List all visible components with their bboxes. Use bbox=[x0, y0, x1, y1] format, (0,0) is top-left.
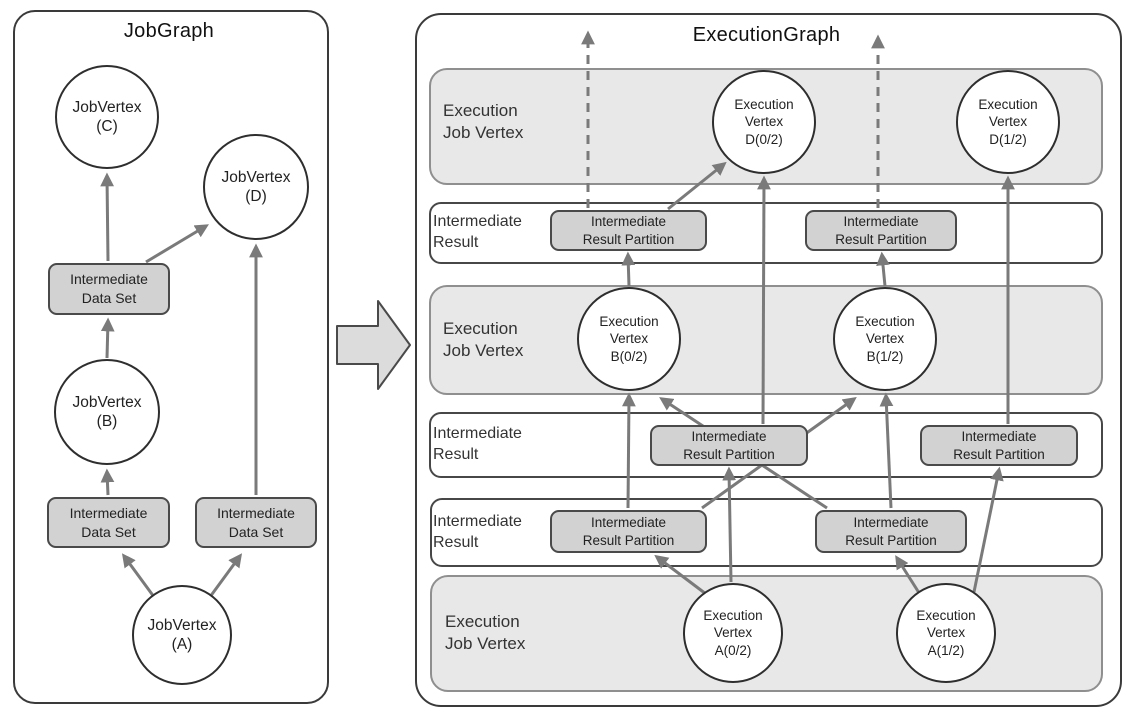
execution-vertex-b1: Execution Vertex B(1/2) bbox=[833, 287, 937, 391]
intermediate-result-partition-4: Intermediate Result Partition bbox=[920, 425, 1078, 466]
execution-vertex-a0: Execution Vertex A(0/2) bbox=[683, 583, 783, 683]
band-intermediate-result-3 bbox=[430, 498, 1103, 567]
band-label-ejv-b: Execution Job Vertex bbox=[443, 319, 524, 361]
band-intermediate-result-1 bbox=[429, 202, 1103, 264]
intermediate-result-partition-2: Intermediate Result Partition bbox=[805, 210, 957, 251]
band-label-ir-1: Intermediate Result bbox=[433, 213, 522, 251]
execution-vertex-a1: Execution Vertex A(1/2) bbox=[896, 583, 996, 683]
job-vertex-a: JobVertex (A) bbox=[132, 585, 232, 685]
band-execution-job-vertex-b bbox=[429, 285, 1103, 395]
jobgraph-title: JobGraph bbox=[123, 20, 215, 42]
execution-vertex-d1: Execution Vertex D(1/2) bbox=[956, 70, 1060, 174]
intermediate-dataset-top: Intermediate Data Set bbox=[48, 263, 170, 315]
band-label-ejv-d: Execution Job Vertex bbox=[443, 101, 524, 143]
job-vertex-c: JobVertex (C) bbox=[55, 65, 159, 169]
band-label-ejv-a: Execution Job Vertex bbox=[445, 612, 526, 654]
intermediate-dataset-left: Intermediate Data Set bbox=[47, 497, 170, 548]
intermediate-result-partition-1: Intermediate Result Partition bbox=[550, 210, 707, 251]
transform-arrow bbox=[336, 300, 411, 390]
job-vertex-b: JobVertex (B) bbox=[54, 359, 160, 465]
intermediate-result-partition-6: Intermediate Result Partition bbox=[815, 510, 967, 553]
intermediate-result-partition-5: Intermediate Result Partition bbox=[550, 510, 707, 553]
band-label-ir-2: Intermediate Result bbox=[433, 425, 522, 463]
band-label-ir-3: Intermediate Result bbox=[433, 513, 522, 551]
intermediate-result-partition-3: Intermediate Result Partition bbox=[650, 425, 808, 466]
execution-vertex-d0: Execution Vertex D(0/2) bbox=[712, 70, 816, 174]
executiongraph-title: ExecutionGraph bbox=[692, 24, 841, 46]
job-vertex-d: JobVertex (D) bbox=[203, 134, 309, 240]
intermediate-dataset-right: Intermediate Data Set bbox=[195, 497, 317, 548]
execution-vertex-b0: Execution Vertex B(0/2) bbox=[577, 287, 681, 391]
